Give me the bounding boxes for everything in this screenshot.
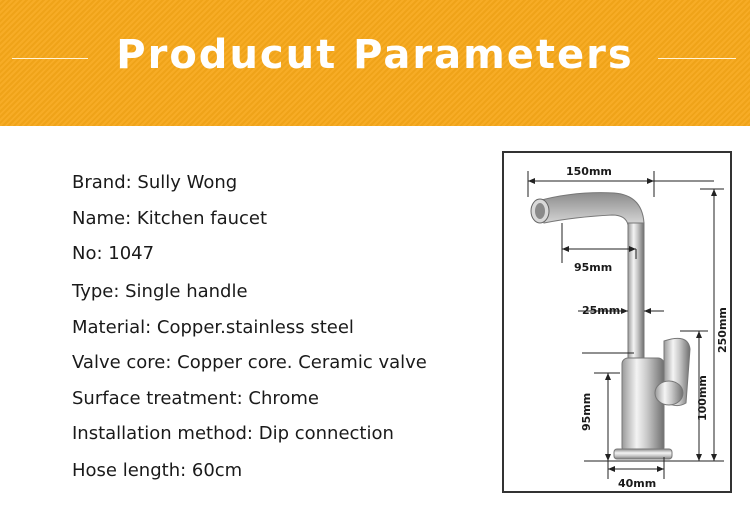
faucet-drawing: 150mm 95mm 25mm 250mm 100mm 95mm 40mm (527, 165, 729, 490)
dim-tube-diameter: 25mm (582, 304, 620, 317)
dim-spout-reach: 95mm (574, 261, 612, 274)
banner-left-rule (12, 58, 88, 59)
faucet-dimension-diagram: 150mm 95mm 25mm 250mm 100mm 95mm 40mm (502, 151, 732, 493)
dim-total-height: 250mm (716, 307, 729, 353)
spec-name: Name: Kitchen faucet (72, 208, 268, 229)
dimension-lines (527, 171, 724, 479)
spec-brand: Brand: Sully Wong (72, 172, 238, 193)
dim-body-height: 100mm (696, 375, 709, 421)
spec-type: Type: Single handle (72, 281, 248, 302)
dimension-arrows (528, 178, 717, 472)
dim-base-width: 40mm (618, 477, 656, 490)
spec-number: No: 1047 (72, 243, 155, 264)
dim-width-top: 150mm (566, 165, 612, 178)
banner-right-rule (658, 58, 736, 59)
dim-base-height: 95mm (580, 393, 593, 431)
spec-material: Material: Copper.stainless steel (72, 317, 354, 338)
banner-title: Producut Parameters (116, 32, 634, 78)
header-banner: Producut Parameters (0, 0, 750, 126)
spec-surface-treatment: Surface treatment: Chrome (72, 388, 319, 409)
spec-hose-length: Hose length: 60cm (72, 460, 243, 481)
spec-valve-core: Valve core: Copper core. Ceramic valve (72, 352, 427, 373)
faucet-illustration (530, 192, 691, 460)
spec-installation-method: Installation method: Dip connection (72, 423, 394, 444)
